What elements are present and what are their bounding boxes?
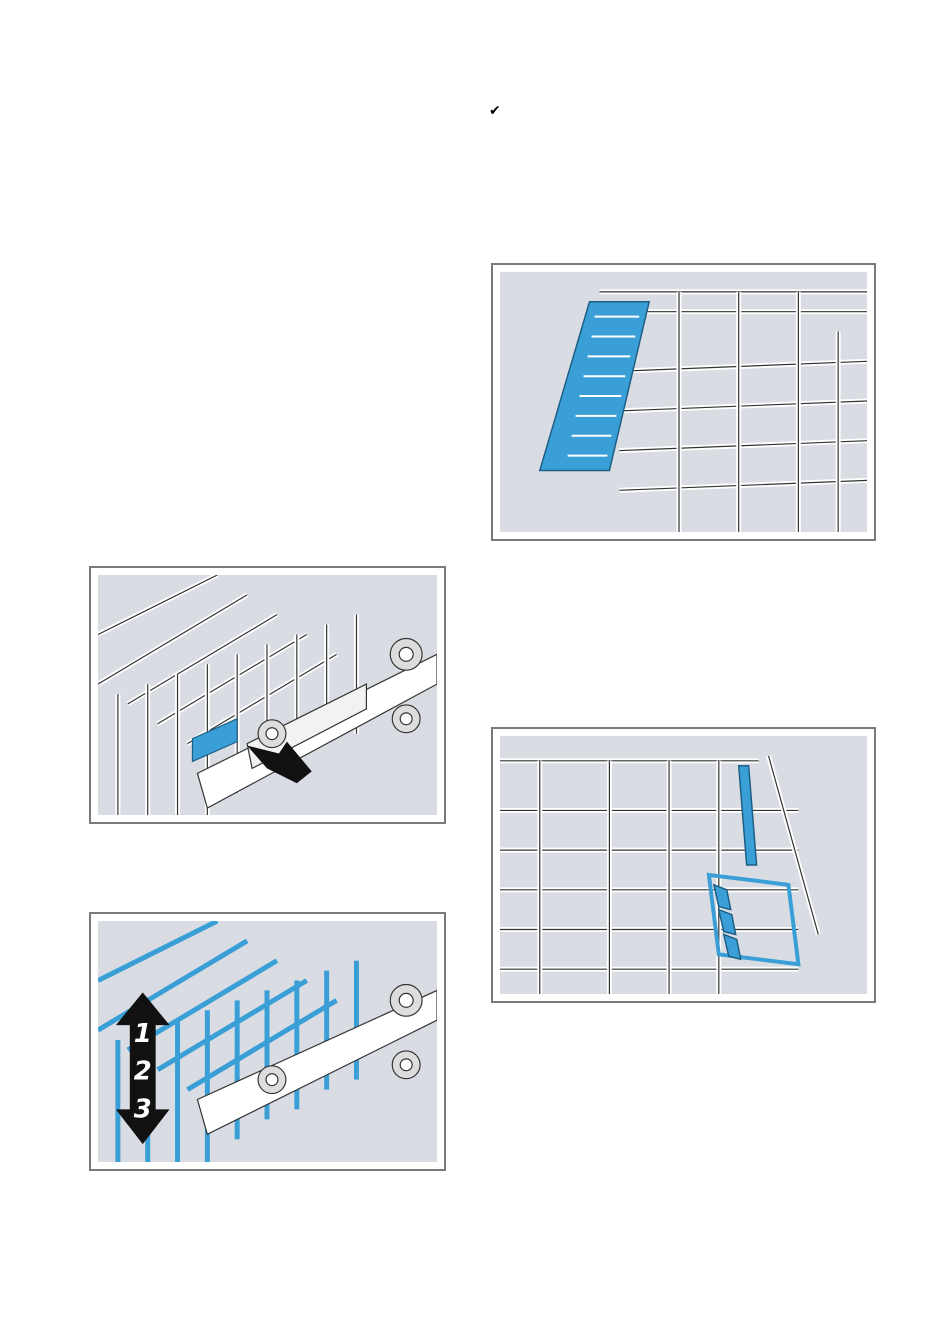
figure-rack-height-illustration: 1 2 3: [98, 921, 437, 1162]
level-label-2: 2: [134, 1057, 152, 1087]
cutlery-basket-drawing: [500, 272, 867, 532]
figure-folding-tines: [491, 727, 876, 1003]
figure-cutlery-basket-illustration: [500, 272, 867, 532]
figure-rack-release: [89, 566, 446, 824]
check-icon: ✔: [489, 104, 503, 118]
level-label-1: 1: [134, 1019, 152, 1049]
figure-rack-height: 1 2 3: [89, 912, 446, 1171]
figure-rack-release-illustration: [98, 575, 437, 815]
rack-height-drawing: 1 2 3: [98, 921, 437, 1162]
rack-release-drawing: [98, 575, 437, 815]
figure-folding-tines-illustration: [500, 736, 867, 994]
level-label-3: 3: [134, 1094, 152, 1124]
figure-cutlery-basket: [491, 263, 876, 541]
folding-tines-drawing: [500, 736, 867, 994]
